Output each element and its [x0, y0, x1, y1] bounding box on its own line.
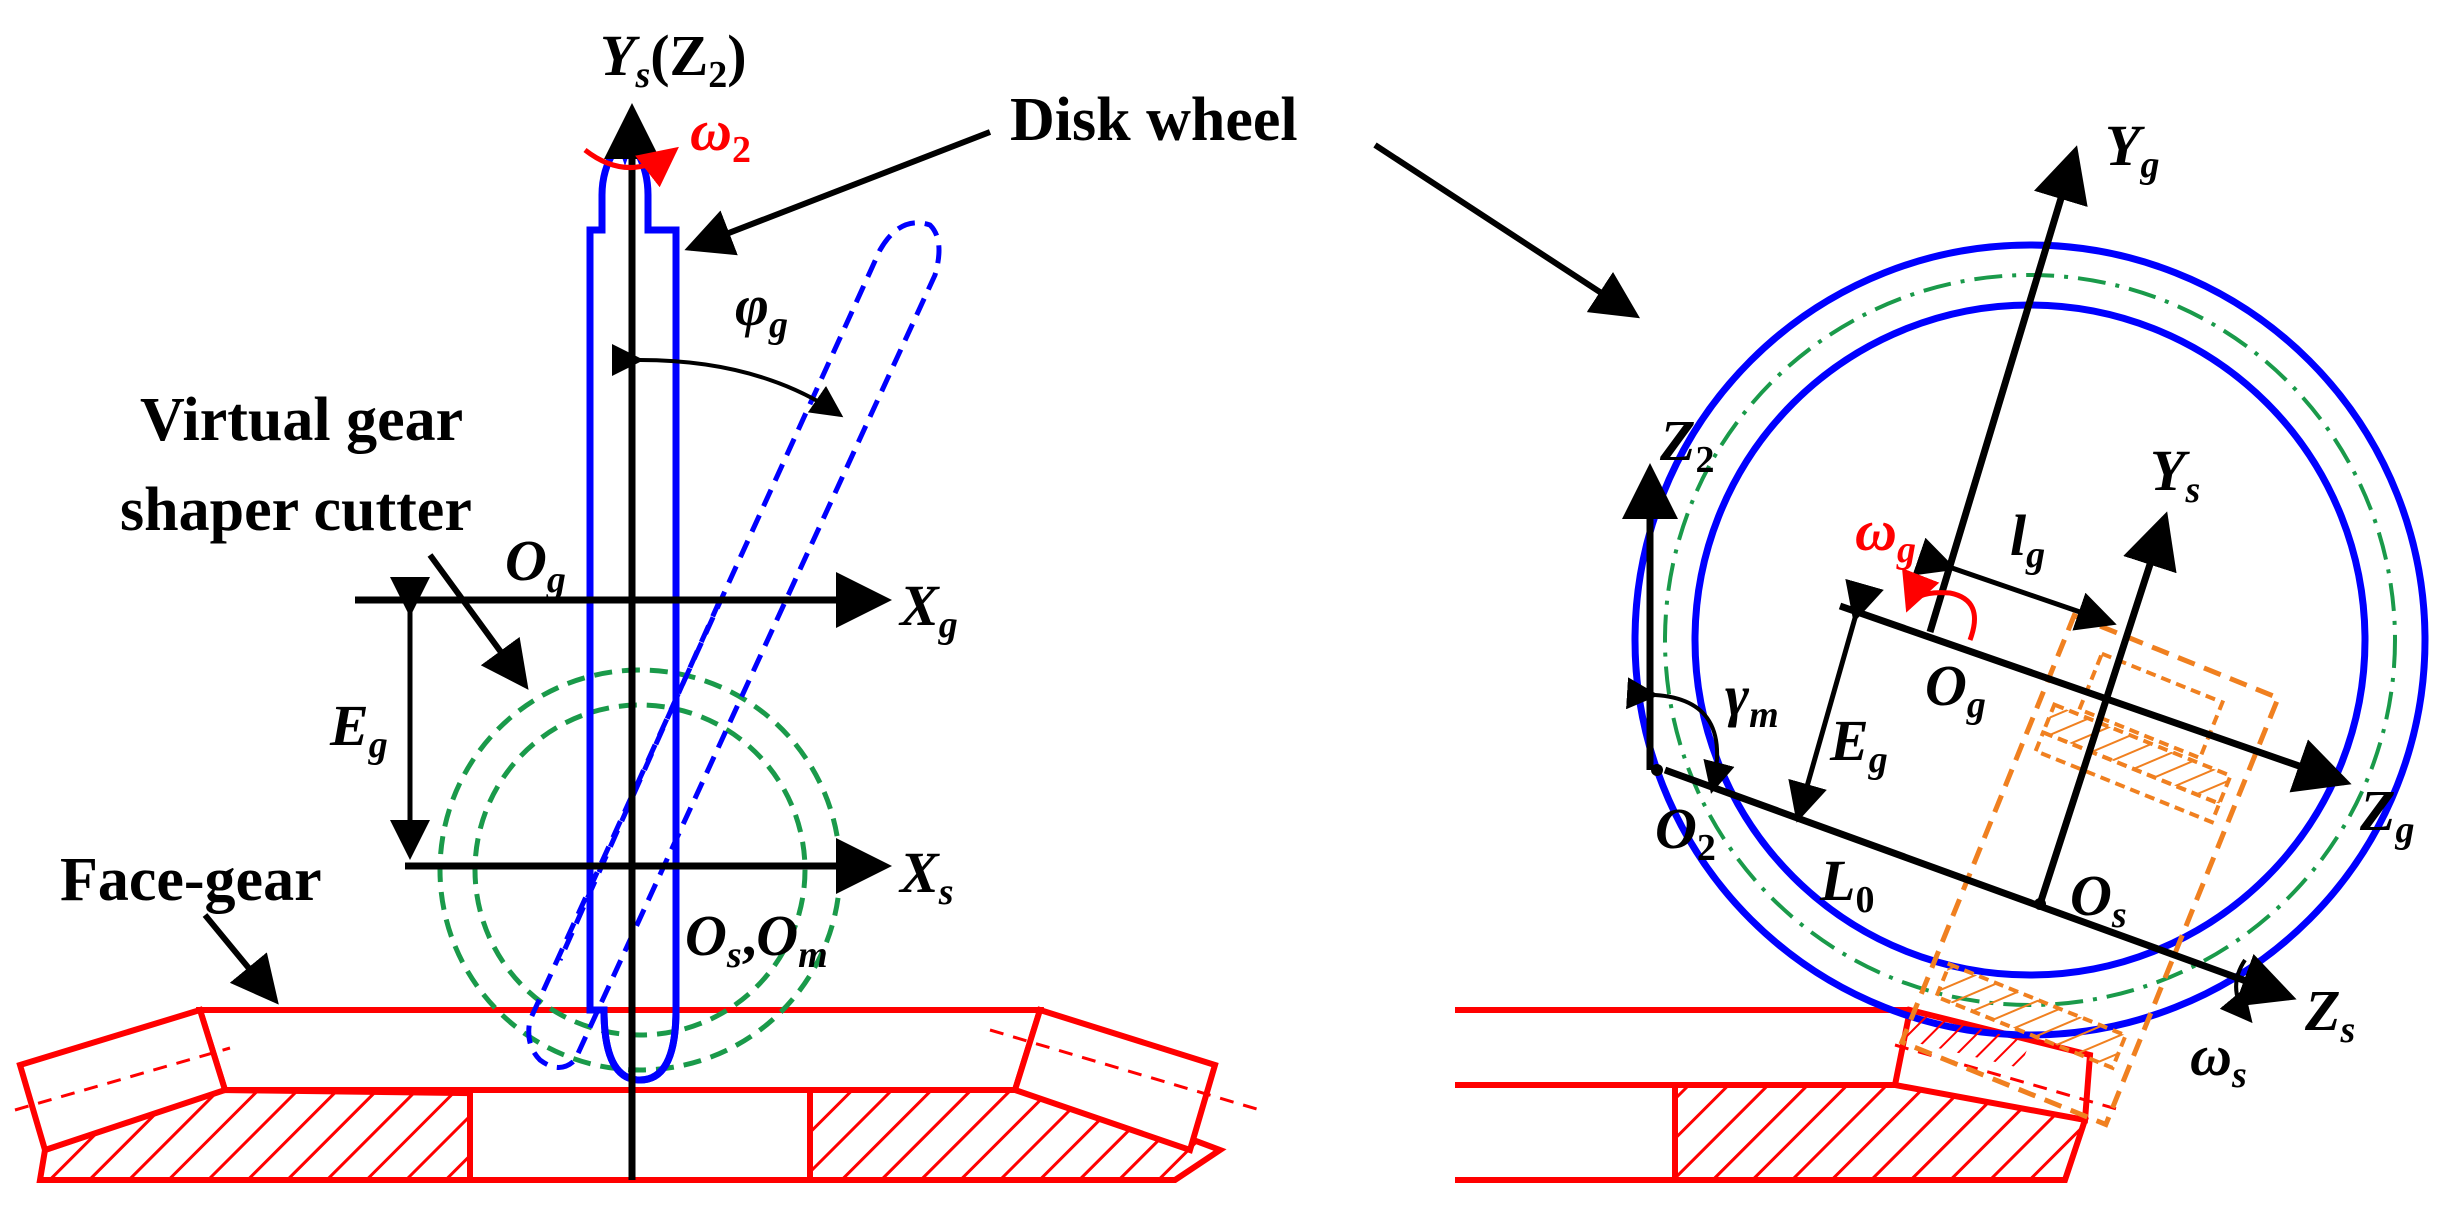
virtual-cutter-label-1: Virtual gear [140, 386, 463, 454]
zs-label-right: Zs [2304, 978, 2355, 1051]
disk-wheel-leader-left [684, 129, 992, 256]
o2-point [1651, 764, 1663, 776]
eg-label-right: Eg [1829, 708, 1888, 781]
face-gear-label: Face-gear [60, 846, 322, 914]
xg-label-left: Xg [898, 573, 958, 646]
disk-wheel-leader-right [1373, 142, 1641, 319]
o2-label: O2 [1655, 796, 1716, 869]
omega2-rotation-arrow [583, 146, 679, 188]
gamma-m-label: γm [1725, 663, 1779, 736]
l0-label: L0 [1819, 848, 1874, 921]
xs-label-left: Xs [898, 840, 953, 913]
right-virtual-cutter [1898, 612, 2282, 1128]
right-diagram: Yg Ys Z2 ωg lg Og γm Eg Zg O2 L0 Os Zs ω… [1373, 113, 2429, 1183]
contact-hatch [1905, 1012, 2030, 1068]
face-gear-body [16, 1006, 1227, 1183]
right-yg-axis [1926, 145, 2088, 634]
disk-wheel-tip [600, 1009, 680, 1084]
omega-s-label: ωs [2190, 1023, 2247, 1096]
os-om-label: Os,Om [685, 903, 828, 976]
virtual-cutter-label-2: shaper cutter [120, 476, 472, 544]
omega-s-rotation-arrow [2219, 958, 2253, 1024]
disk-wheel-pitch-circle [1663, 273, 2397, 1007]
right-lg-dimension [1912, 537, 2117, 631]
disk-wheel-label: Disk wheel [1010, 86, 1298, 154]
ys-axis-label: Ys(Z2) [600, 23, 747, 96]
left-diagram: Ys(Z2) ω2 φg Virtual gear shaper cutter … [14, 23, 1261, 1183]
virtual-cutter-inner-circle [472, 702, 808, 1038]
og-label-left: Og [505, 528, 566, 601]
right-pitch-line [1894, 1043, 2121, 1112]
yg-label-right: Yg [2105, 113, 2159, 186]
right-zs-axis [1663, 766, 2297, 1007]
gamma-m-arc [1626, 677, 1735, 794]
phi-g-arc [611, 343, 844, 418]
right-ys-axis [2036, 511, 2177, 906]
eg-label-left: Eg [329, 693, 388, 766]
omega-g-rotation-arrow [1902, 568, 1977, 641]
disk-wheel-inner-circle [1691, 301, 2369, 979]
z2-label-right: Z2 [1659, 408, 1714, 481]
omega2-label: ω2 [690, 98, 751, 171]
virtual-cutter-leader [427, 553, 529, 690]
lg-label: lg [2010, 503, 2045, 576]
right-eg-dimension [1788, 578, 1884, 823]
left-pitch-line-left [14, 1046, 231, 1112]
omega-g-label: ωg [1855, 498, 1916, 571]
os-point [2034, 898, 2046, 910]
disk-wheel-tilted [526, 220, 942, 1070]
disk-wheel-outer-circle [1631, 241, 2429, 1039]
disk-wheel-tilted-inner [557, 598, 723, 962]
phi-g-label: φg [735, 273, 788, 346]
face-gear-leader [202, 913, 279, 1005]
ys-label-right: Ys [2150, 438, 2200, 511]
zg-label-right: Zg [2359, 778, 2414, 851]
og-label-right: Og [1925, 653, 1986, 726]
right-zg-axis [1838, 602, 2352, 793]
os-label-right: Os [2070, 863, 2127, 936]
